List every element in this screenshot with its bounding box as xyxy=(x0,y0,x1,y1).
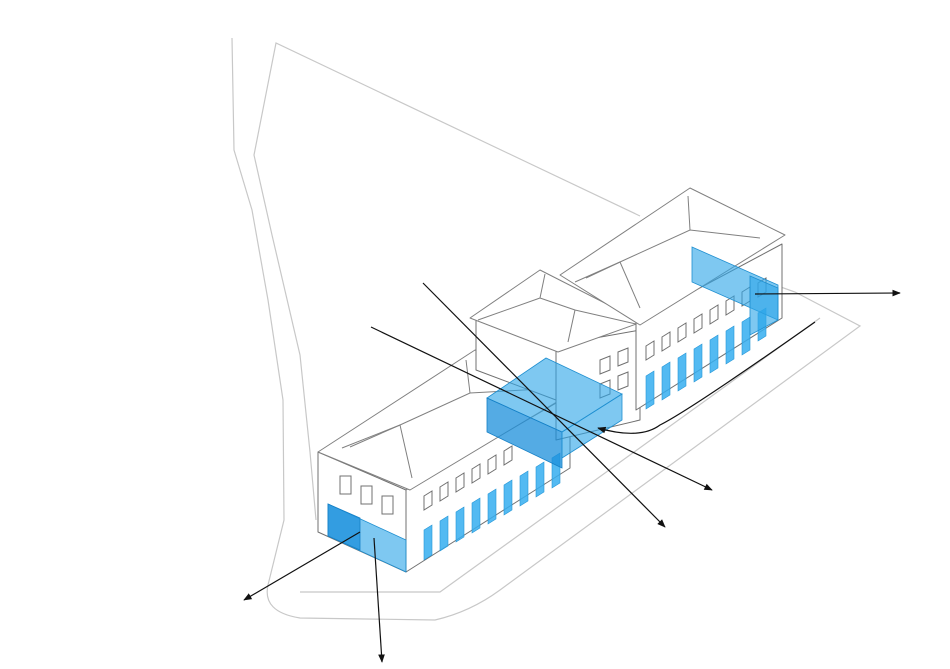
left-end-window-1 xyxy=(339,475,352,495)
left-long-wall-upper-windows xyxy=(423,445,513,511)
arrow-south-exit xyxy=(373,537,385,663)
right-roof-hip-2 xyxy=(687,195,691,231)
central-hall-volume-side xyxy=(561,393,623,459)
entrance-volume-east-lower xyxy=(749,275,779,336)
middle-roof-hip-4 xyxy=(567,309,576,343)
site-inner-edge xyxy=(300,317,821,593)
arrow-east-exit xyxy=(754,289,901,297)
right-roof-hip-3 xyxy=(585,261,621,279)
middle-roof-hip-1 xyxy=(477,297,541,321)
right-block-roof-ridge xyxy=(574,229,761,283)
left-long-wall-ground-openings xyxy=(423,452,561,561)
middle-roof-hip-3 xyxy=(574,309,637,325)
arrow-southwest-exit xyxy=(243,531,361,601)
right-roof-hip-1 xyxy=(619,261,641,309)
site-boundary-north xyxy=(253,42,641,521)
right-block-roof xyxy=(559,187,786,326)
middle-roof-hip-2 xyxy=(539,273,546,299)
site-boundary-west xyxy=(231,37,862,621)
left-block-hip-1 xyxy=(399,424,413,479)
building-middle-block xyxy=(469,269,643,469)
middle-roof-ridge xyxy=(539,297,576,311)
site-outline xyxy=(231,37,862,621)
entrance-volume-west-side xyxy=(327,503,361,551)
left-end-window-2 xyxy=(360,485,373,505)
left-block-hip-3 xyxy=(349,424,401,448)
arrow-diagonal-northwest xyxy=(370,326,713,491)
arrow-curved-street xyxy=(597,321,816,434)
arrow-diagonal-north xyxy=(422,282,666,528)
central-hall-volume-front xyxy=(486,397,563,469)
left-end-window-3 xyxy=(381,495,394,515)
building-right-block xyxy=(559,187,786,411)
left-block-hip-2 xyxy=(465,359,471,394)
movement-arrows xyxy=(243,282,901,663)
